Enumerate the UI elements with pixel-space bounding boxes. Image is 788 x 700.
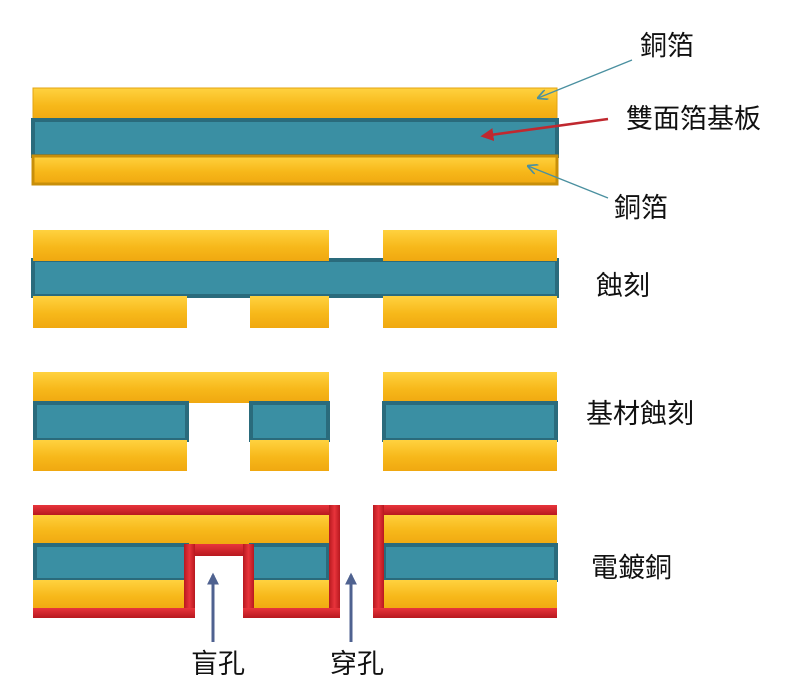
plating-layer — [243, 608, 340, 618]
copper-foil-bottom — [31, 154, 559, 186]
substrate — [249, 543, 330, 582]
copper-pad — [33, 296, 187, 328]
substrate — [382, 543, 558, 582]
arrow-pointer — [528, 166, 609, 199]
plating-layer — [373, 505, 557, 515]
copper-pad — [383, 372, 557, 403]
substrate — [33, 543, 189, 582]
stage-3-substrate-etch — [33, 372, 558, 471]
copper-pad — [33, 372, 329, 403]
copper-pad — [33, 580, 187, 610]
plating-layer — [33, 608, 195, 618]
substrate — [382, 401, 558, 442]
label-copper-foil-bottom: 銅箔 — [614, 193, 668, 224]
label-substrate: 雙面箔基板 — [626, 104, 761, 135]
stage-1-clad-board — [31, 87, 559, 186]
copper-pad — [250, 296, 329, 328]
arrow-pointer — [538, 59, 633, 98]
plating-layer — [184, 544, 254, 556]
plating-layer — [373, 608, 557, 618]
substrate — [31, 258, 559, 298]
arrow-pointer — [480, 117, 609, 142]
copper-pad — [33, 513, 329, 545]
label-copper-foil-top: 銅箔 — [640, 31, 694, 62]
label-through-hole: 穿孔 — [330, 649, 384, 680]
copper-foil-top — [32, 87, 558, 121]
copper-pad — [383, 296, 557, 328]
label-etch: 蝕刻 — [596, 271, 650, 302]
copper-pad — [250, 440, 329, 471]
copper-pad — [33, 230, 329, 261]
copper-pad — [383, 440, 557, 471]
copper-pad — [250, 580, 329, 610]
plating-layer — [33, 505, 340, 515]
copper-pad — [383, 230, 557, 261]
stage-4-plating — [33, 505, 558, 618]
copper-pad — [383, 513, 557, 545]
plating-layer — [329, 505, 340, 615]
copper-pad — [383, 580, 557, 610]
copper-pad — [33, 440, 187, 471]
substrate — [249, 401, 330, 442]
stage-2-etch — [31, 230, 559, 328]
substrate — [33, 401, 189, 442]
substrate — [31, 118, 559, 158]
plating-layer — [184, 544, 195, 614]
label-plating: 電鍍銅 — [591, 553, 672, 584]
label-blind-hole: 盲孔 — [191, 649, 245, 680]
plating-layer — [373, 505, 384, 615]
plating-layer — [243, 544, 254, 614]
label-substrate-etch: 基材蝕刻 — [586, 399, 694, 430]
